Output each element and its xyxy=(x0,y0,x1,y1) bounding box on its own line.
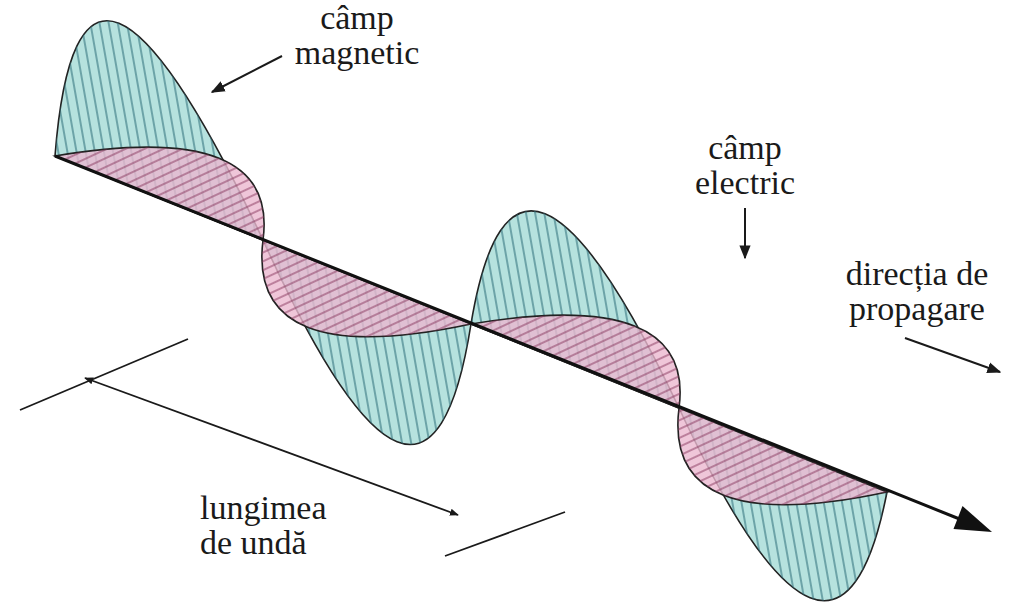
axis-arrowhead xyxy=(954,506,993,532)
extension-line xyxy=(20,339,188,410)
direction-label: direcția de propagare xyxy=(812,256,1022,326)
field-label: câmp magnetic xyxy=(262,0,452,70)
magnetic-leader-arrow xyxy=(212,56,282,92)
electric-lobe xyxy=(678,408,887,505)
propagation-arrow xyxy=(905,338,1000,372)
magnetic-hatching xyxy=(55,21,887,601)
propagation-axis xyxy=(55,156,962,520)
dimension-label: lungimea de undă xyxy=(200,490,350,560)
magnetic-field-wave xyxy=(55,21,887,601)
electric-field-wave xyxy=(55,147,887,505)
electric-hatching xyxy=(55,147,887,505)
electric-hatch xyxy=(678,408,887,505)
electric-lobe xyxy=(262,240,471,337)
field-label: câmp electric xyxy=(670,130,820,200)
extension-line xyxy=(445,512,565,556)
electric-leader-arrow xyxy=(744,208,746,258)
electric-hatch xyxy=(262,240,471,337)
